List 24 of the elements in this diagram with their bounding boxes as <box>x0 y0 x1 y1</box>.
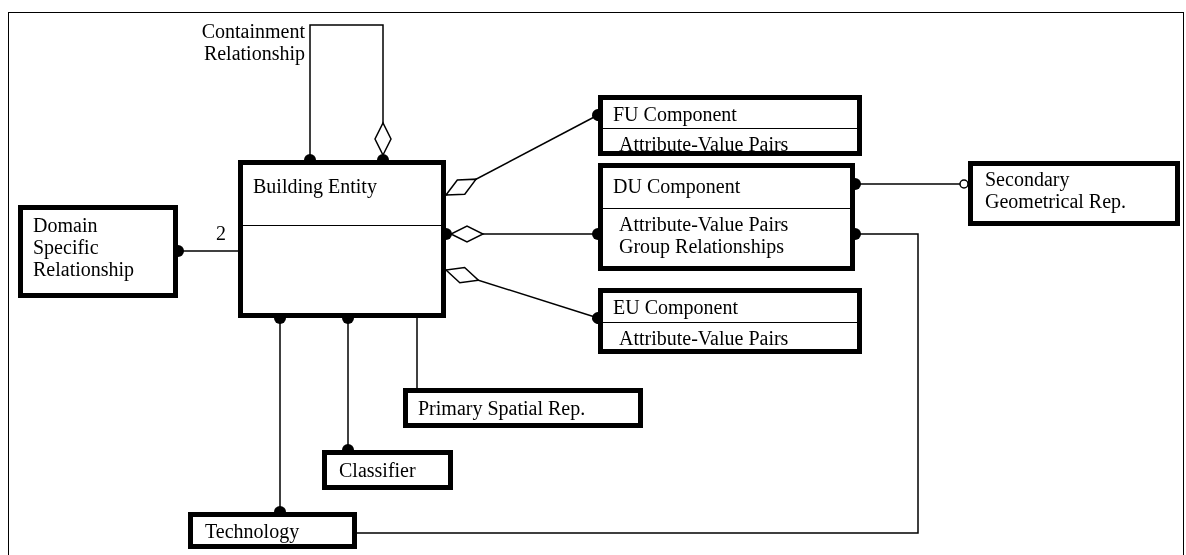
node-text: Attribute-Value Pairs <box>619 213 790 235</box>
node-title: Primary Spatial Rep. <box>418 397 586 419</box>
class-box <box>403 388 643 428</box>
connector <box>356 228 919 534</box>
class-box <box>18 205 178 298</box>
node-title: Classifier <box>339 459 416 481</box>
class-box <box>598 95 862 156</box>
class-box <box>238 160 446 318</box>
class-box <box>598 288 862 354</box>
node-text: Attribute-Value Pairs <box>619 133 790 155</box>
connector <box>416 317 418 389</box>
class-box <box>188 512 357 549</box>
node-title: DU Component <box>613 175 741 197</box>
node-text: Attribute-Value Pairs <box>619 327 790 349</box>
node-text: Group Relationships <box>619 235 785 257</box>
node-title: Domain Specific Relationship <box>33 214 136 280</box>
class-box <box>598 163 855 271</box>
node-title: Technology <box>205 519 300 542</box>
node-title: FU Component <box>613 103 737 125</box>
node-title: EU Component <box>613 296 738 318</box>
node-title: Building Entity <box>253 175 377 197</box>
node-title: Secondary Geometrical Rep. <box>985 168 1128 212</box>
class-box <box>968 161 1180 226</box>
class-box <box>322 450 453 490</box>
